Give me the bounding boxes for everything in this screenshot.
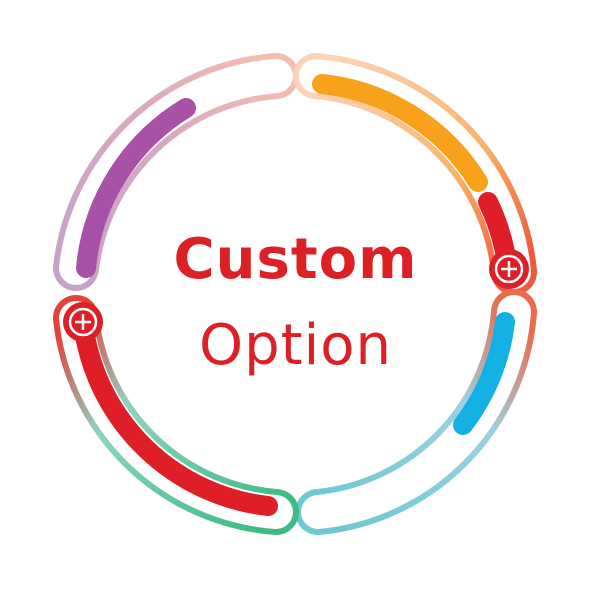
- center-title: Custom: [173, 227, 418, 292]
- band-red-left: [74, 320, 278, 516]
- band-blue: [453, 312, 515, 435]
- band-orange: [312, 74, 488, 192]
- center-subtitle: Option: [199, 313, 392, 378]
- plus-circle-icon[interactable]: [63, 302, 103, 342]
- band-purple: [76, 98, 196, 278]
- plus-circle-icon[interactable]: [489, 249, 529, 289]
